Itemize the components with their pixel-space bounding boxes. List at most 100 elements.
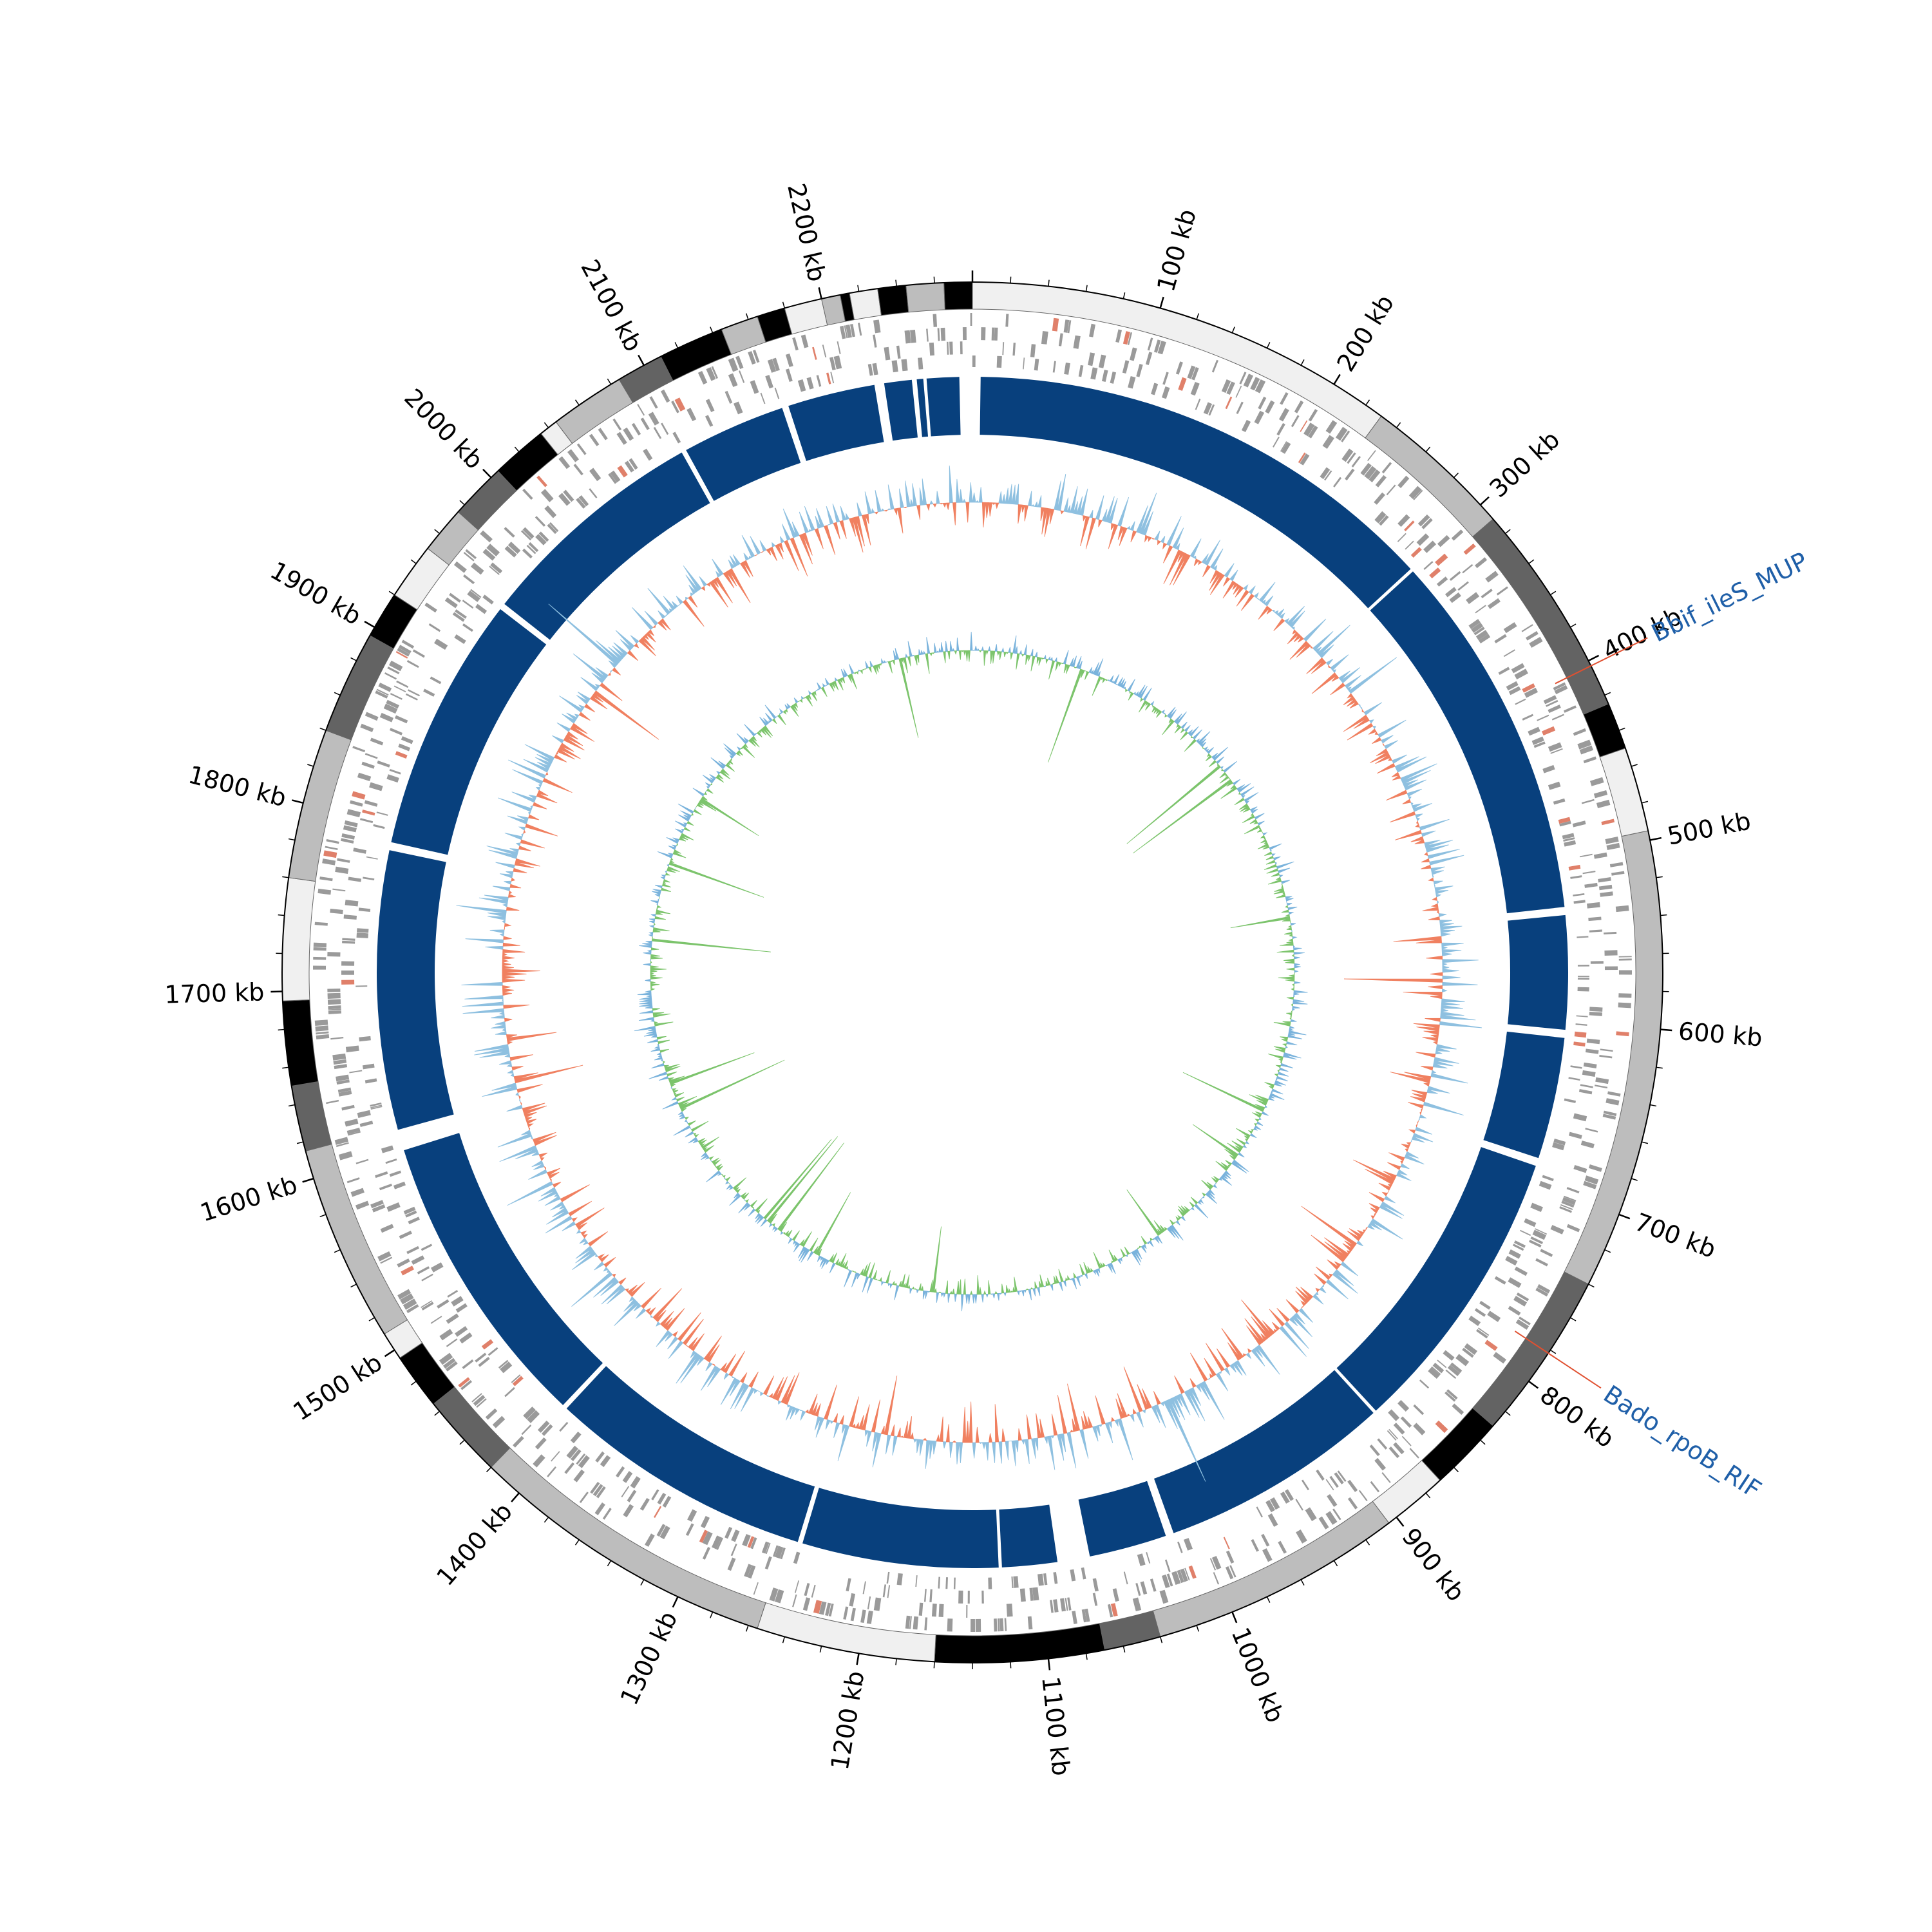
cds-feature	[744, 1564, 752, 1578]
cds-feature	[1209, 1558, 1217, 1571]
cds-feature	[1582, 871, 1596, 875]
cds-feature	[1258, 396, 1267, 410]
cds-feature	[866, 1611, 873, 1624]
cds-feature	[395, 650, 408, 659]
cds-feature	[1562, 833, 1575, 840]
cds-feature	[439, 1352, 453, 1365]
cds-feature	[1574, 1031, 1587, 1038]
cds-feature	[398, 645, 412, 654]
cds-feature	[363, 876, 375, 880]
cds-feature	[1593, 790, 1608, 799]
cds-feature	[540, 489, 554, 502]
cds-feature	[486, 544, 500, 556]
cds-feature	[411, 1255, 425, 1265]
cds-feature	[960, 341, 963, 355]
cds-feature	[402, 1298, 417, 1310]
cds-feature	[446, 1313, 459, 1324]
cds-feature	[1208, 404, 1215, 416]
minor-tick	[1656, 1066, 1663, 1069]
cds-feature	[1599, 1055, 1613, 1059]
cds-feature	[1514, 1266, 1528, 1276]
cds-feature	[1351, 455, 1361, 468]
cds-feature	[1369, 1444, 1380, 1457]
cds-feature	[313, 956, 327, 960]
cds-feature	[630, 1476, 641, 1489]
cds-feature	[482, 594, 494, 605]
cds-feature	[1081, 1609, 1087, 1623]
cds-feature	[1595, 1084, 1608, 1089]
cds-feature	[1601, 819, 1615, 826]
cds-feature	[1444, 587, 1457, 598]
cds-feature	[1128, 376, 1136, 389]
cds-feature	[397, 647, 410, 657]
cds-feature	[341, 970, 355, 975]
cds-feature	[1280, 441, 1287, 452]
cds-feature	[538, 531, 549, 542]
cds-feature	[904, 330, 911, 344]
cds-feature	[1393, 1442, 1405, 1455]
minor-tick	[819, 1645, 822, 1653]
cds-feature	[849, 1593, 856, 1607]
cds-feature	[1550, 748, 1563, 754]
cds-feature	[1503, 622, 1517, 634]
cds-feature	[1413, 1423, 1426, 1435]
contig-segment	[784, 298, 828, 335]
cds-feature	[1254, 410, 1265, 424]
minor-tick	[745, 313, 749, 320]
cds-feature	[1270, 1497, 1280, 1510]
cds-feature	[1360, 462, 1372, 476]
cds-feature	[1151, 383, 1159, 395]
cds-feature	[490, 562, 503, 574]
contig-segment	[1421, 1407, 1494, 1481]
cds-feature	[1027, 1616, 1033, 1630]
cds-feature	[364, 800, 378, 807]
minor-tick	[1660, 914, 1667, 916]
cds-feature	[405, 693, 418, 701]
cds-feature	[1618, 1002, 1631, 1009]
cds-feature	[462, 1359, 474, 1369]
cds-feature	[1607, 1091, 1621, 1097]
minor-tick	[1085, 1653, 1088, 1660]
cds-feature	[520, 530, 532, 541]
major-tick	[384, 1349, 395, 1358]
cds-feature	[504, 545, 517, 558]
cds-feature	[1582, 1070, 1596, 1077]
cds-feature	[1012, 343, 1016, 356]
cds-feature	[564, 1462, 575, 1474]
cds-feature	[649, 396, 658, 409]
cds-feature	[1573, 1165, 1587, 1173]
cds-feature	[1236, 401, 1244, 415]
cds-feature	[470, 562, 484, 575]
cds-feature	[844, 325, 848, 339]
cds-feature	[558, 456, 571, 469]
cds-feature	[1089, 323, 1095, 337]
blast-hit-block	[377, 850, 454, 1130]
cds-feature	[376, 688, 389, 696]
cds-feature	[1101, 370, 1108, 382]
cds-feature	[773, 1545, 779, 1557]
cds-feature	[1479, 1300, 1491, 1310]
cds-feature	[355, 985, 368, 987]
cds-feature	[1542, 764, 1555, 773]
cds-feature	[1577, 978, 1589, 980]
minor-tick	[1642, 800, 1649, 804]
cds-feature	[1535, 1228, 1548, 1235]
cds-feature	[336, 1142, 349, 1148]
blast-hit-block	[566, 1366, 815, 1542]
cds-feature	[624, 460, 634, 473]
cds-feature	[348, 876, 362, 882]
cds-feature	[370, 1200, 384, 1209]
cds-feature	[428, 623, 441, 632]
cds-feature	[589, 433, 600, 446]
cds-feature	[1457, 581, 1469, 591]
cds-feature	[947, 1618, 953, 1632]
cds-feature	[442, 1358, 456, 1369]
cds-feature	[1605, 837, 1619, 844]
cds-feature	[513, 1435, 524, 1448]
cds-feature	[1175, 361, 1183, 375]
cds-feature	[380, 1224, 394, 1233]
cds-feature	[398, 743, 411, 752]
cds-feature-ring	[313, 313, 1632, 1633]
cds-feature	[1579, 853, 1593, 858]
cds-feature	[1573, 1113, 1587, 1122]
